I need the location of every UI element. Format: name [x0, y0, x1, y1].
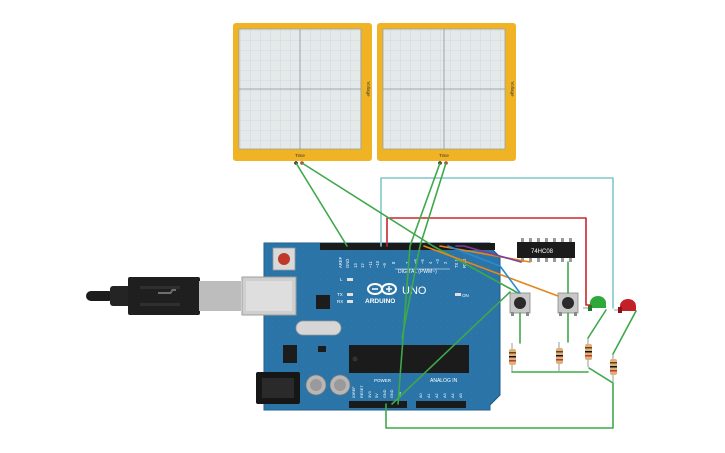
pin-label: A5	[459, 393, 463, 398]
arduino-uno[interactable]: AREF GND 13 12 ~11 ~10 ~9 8 7 ~6 ~5 4 ~3…	[241, 242, 501, 411]
pin-label: IOREF	[352, 386, 356, 398]
led-green[interactable]	[583, 296, 606, 311]
brand-label: ARDUINO	[365, 298, 395, 305]
pin-label: GND	[390, 389, 394, 398]
logic-chip-74hc08[interactable]: 74HC08	[517, 238, 575, 262]
pin-label: ~5	[420, 259, 425, 264]
scope-1-voltage-label: Voltage	[366, 81, 371, 97]
pin-label: VIN	[398, 391, 402, 398]
resistor-4[interactable]	[610, 354, 617, 382]
scope-1-time-label: Time	[295, 153, 305, 158]
atmega-chip	[349, 345, 469, 373]
wire-orange[interactable]	[423, 245, 559, 297]
chip-label: 74HC08	[531, 249, 554, 255]
pin-label: A1	[427, 393, 431, 398]
pushbutton-2[interactable]	[557, 292, 579, 316]
led-label-rx: RX	[337, 299, 343, 304]
pin-label: 4	[428, 261, 433, 264]
scope-2-time-label: Time	[439, 153, 449, 158]
digital-header[interactable]	[320, 243, 495, 250]
usb-icon	[158, 289, 176, 294]
wire-red[interactable]	[386, 217, 591, 306]
led-red[interactable]	[614, 299, 636, 313]
pin-label: A0	[419, 393, 423, 398]
pin-label: ~6	[413, 259, 418, 264]
pin-label: 13	[353, 263, 358, 268]
resistor-2[interactable]	[556, 342, 563, 371]
crystal-oscillator	[295, 320, 342, 336]
oscilloscope-1[interactable]: Time Voltage	[233, 23, 372, 165]
onboard-leds: L TX RX ON	[337, 277, 469, 304]
pin-label: A4	[451, 393, 455, 398]
resistor-3[interactable]	[585, 338, 592, 367]
usb-cable	[86, 277, 241, 315]
wire-green[interactable]	[397, 162, 441, 405]
led-label-l: L	[340, 277, 343, 282]
pin-label: ~9	[382, 263, 387, 268]
led-label-on: ON	[462, 293, 469, 298]
wire-green[interactable]	[401, 162, 447, 339]
pin-label: ~11	[368, 261, 373, 268]
oscilloscope-2[interactable]: Time Voltage	[377, 23, 516, 165]
pin-label: 5V	[375, 393, 379, 398]
pin-label: RESET	[360, 385, 364, 398]
pin-label: 8	[391, 261, 396, 264]
pin-label: GND	[383, 389, 387, 398]
wire-green[interactable]	[385, 367, 614, 429]
pin-label: ~3	[435, 259, 440, 264]
wire-cyan[interactable]	[380, 177, 614, 309]
digital-label: DIGITAL (PWM~)	[398, 269, 437, 275]
resistor-1[interactable]	[509, 343, 516, 372]
pin-label: 12	[360, 263, 365, 268]
pin-label: A2	[435, 393, 439, 398]
model-label: UNO	[402, 285, 427, 297]
power-header[interactable]	[349, 401, 407, 408]
pushbutton-1[interactable]	[509, 292, 531, 316]
scope-2-voltage-label: Voltage	[510, 81, 515, 97]
wire-blue[interactable]	[447, 245, 521, 294]
wire-purple[interactable]	[455, 245, 522, 263]
power-label: POWER	[374, 378, 392, 383]
wire-green[interactable]	[301, 162, 519, 294]
arduino-logo-icon	[367, 283, 397, 295]
wire-green[interactable]	[391, 291, 511, 405]
pin-label: 3V3	[368, 391, 372, 398]
analog-header[interactable]	[416, 401, 466, 408]
bottom-pin-labels: IOREF RESET 3V3 5V GND GND VIN A0 A1 A2 …	[352, 385, 463, 398]
pin-label: 2	[443, 261, 448, 264]
pin-label: 7	[405, 261, 410, 264]
led-label-tx: TX	[337, 292, 343, 297]
wire-green[interactable]	[295, 162, 348, 247]
wires	[295, 162, 637, 429]
wire-green[interactable]	[612, 310, 637, 355]
pin-label: TX 1	[454, 258, 459, 268]
pin-label: AREF	[338, 256, 343, 268]
analog-label: ANALOG IN	[430, 378, 458, 384]
pin-label: A3	[443, 393, 447, 398]
pin-label: GND	[345, 259, 350, 268]
wire-green[interactable]	[587, 309, 607, 339]
pin-label: ~10	[375, 260, 380, 268]
